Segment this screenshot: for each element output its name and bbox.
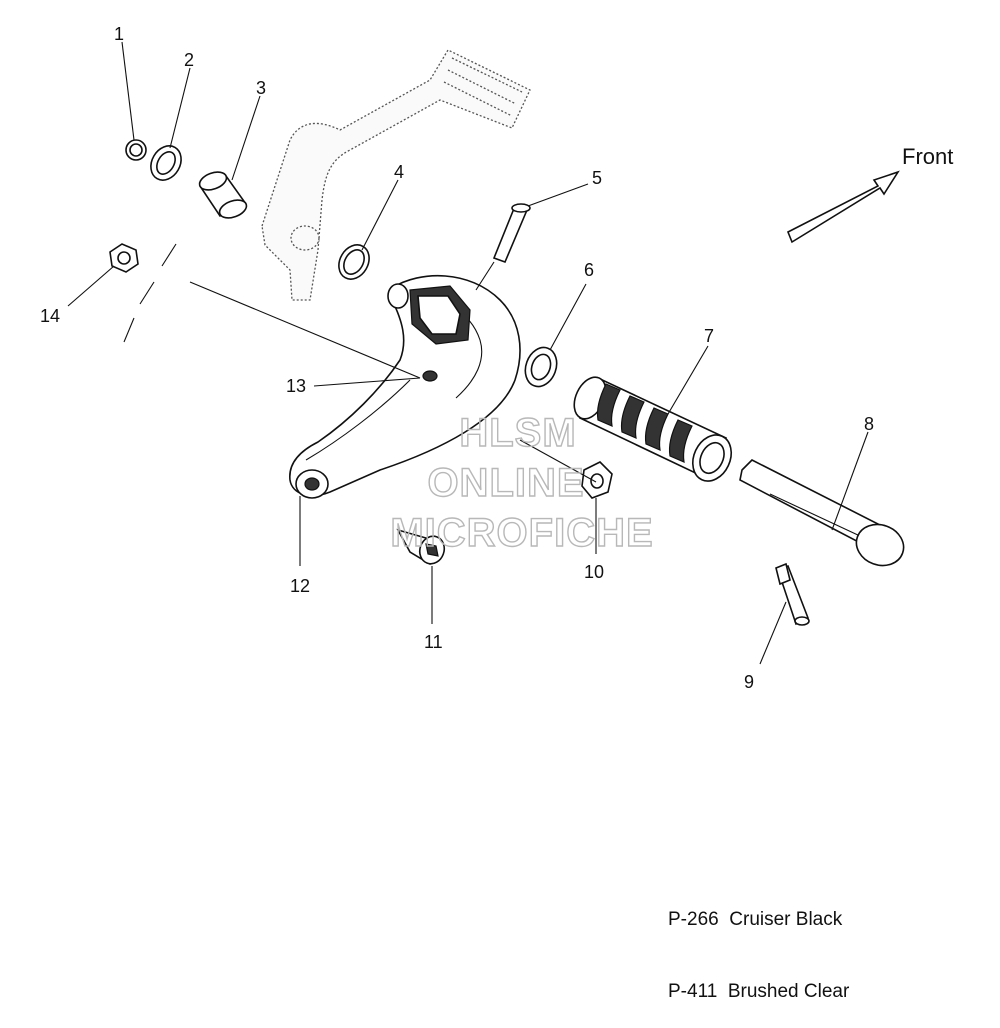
washer-part-4 <box>338 244 370 280</box>
callout-12: 12 <box>290 576 310 596</box>
callout-11: 11 <box>424 632 443 652</box>
callout-13: 13 <box>286 376 306 396</box>
watermark-line-2: ONLINE <box>427 461 584 505</box>
callout-14: 14 <box>40 306 60 326</box>
watermark-line-3: MICROFICHE <box>390 511 653 555</box>
callout-numbers: 1 2 3 4 5 6 7 8 9 10 11 12 13 14 <box>40 24 874 692</box>
footpeg-bracket-part-12 <box>289 274 521 499</box>
nut-part-10 <box>581 461 613 499</box>
spring-pin-part-9 <box>775 562 810 626</box>
finish-name: Brushed Clear <box>727 981 850 1002</box>
bolt-part-11 <box>396 528 446 565</box>
callout-8: 8 <box>864 414 874 434</box>
finish-note-row: P-266 Cruiser Black <box>668 908 849 932</box>
callout-6: 6 <box>584 260 594 280</box>
parts-diagram: Front 1 2 3 4 5 6 7 8 9 10 11 12 13 14 H… <box>40 24 953 692</box>
finish-code: P-266 <box>668 909 719 930</box>
pin-part-5 <box>492 203 531 264</box>
finish-note-row: P-411 Brushed Clear <box>668 980 849 1004</box>
callout-3: 3 <box>256 78 266 98</box>
callout-7: 7 <box>704 326 714 346</box>
nut-part-14 <box>109 243 139 273</box>
callout-5: 5 <box>592 168 602 188</box>
front-direction-arrow: Front <box>786 144 953 244</box>
washer-part-6 <box>524 346 558 388</box>
callout-1: 1 <box>114 24 124 44</box>
footpeg-rubber-part-7 <box>573 376 733 482</box>
washer-part-2 <box>150 145 182 181</box>
callout-4: 4 <box>394 162 404 182</box>
watermark: HLSM ONLINE MICROFICHE <box>390 410 654 555</box>
footpeg-pin-part-8 <box>739 459 905 567</box>
leader-lines <box>67 41 869 665</box>
watermark-line-1: HLSM <box>459 411 576 455</box>
finish-name: Cruiser Black <box>729 909 843 930</box>
callout-9: 9 <box>744 672 754 692</box>
bushing-part-3 <box>198 171 248 219</box>
finish-code: P-411 <box>668 981 718 1002</box>
front-label: Front <box>902 144 953 169</box>
brake-pedal-outline <box>261 49 531 301</box>
circlip-part-1 <box>125 139 147 161</box>
callout-10: 10 <box>584 562 604 582</box>
finish-notes: P-266 Cruiser Black P-411 Brushed Clear <box>668 860 849 1028</box>
callout-2: 2 <box>184 50 194 70</box>
